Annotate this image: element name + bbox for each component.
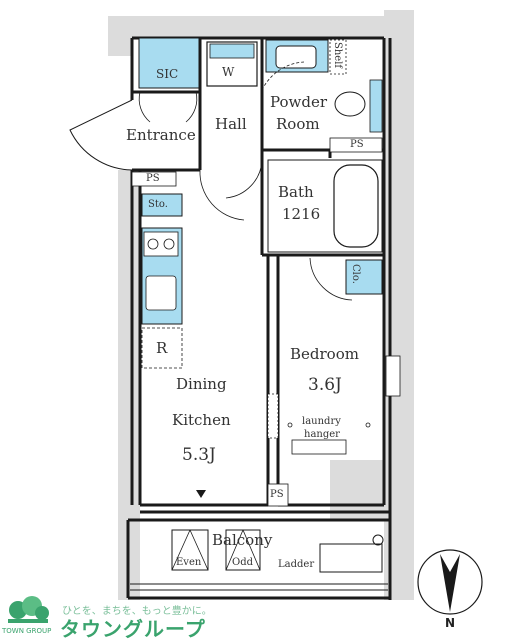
ac-odd-line (225, 529, 244, 571)
kitchen-size-label: 5.3J (182, 445, 216, 465)
ps-bottom-label: PS (270, 489, 284, 500)
walls (126, 36, 392, 600)
ac-unit-even (171, 529, 209, 571)
vanity-sink (275, 45, 317, 69)
structure-left-lower (118, 170, 140, 600)
laundry-hanger (291, 439, 347, 455)
bath-label-2: 1216 (282, 205, 321, 223)
bedroom-size-label: 3.6J (308, 375, 342, 395)
closet (345, 259, 383, 295)
structure-pillar-bottom-right (330, 460, 390, 520)
ps-box-bottom (267, 483, 289, 507)
bedroom-label: Bedroom (290, 345, 359, 363)
storage-box (141, 193, 183, 217)
hall-door (199, 169, 245, 221)
burner-1 (147, 238, 159, 250)
ps-box-top (329, 137, 383, 153)
kitchen-sink (145, 275, 177, 311)
ps-box-left (131, 171, 177, 187)
logo-ground (8, 619, 48, 623)
sliding-door (267, 393, 279, 439)
logo-name-en: TOWN GROUP (2, 627, 52, 635)
sic-label: SIC (156, 67, 179, 81)
ps-top-right-label: PS (350, 139, 364, 150)
storage-label: Sto. (148, 199, 168, 210)
closet-label: Clo. (350, 264, 361, 284)
even-label: Even (176, 557, 202, 568)
washer-blue (209, 43, 255, 59)
sic-door-right (185, 91, 198, 123)
entrance-door (69, 99, 133, 171)
refrigerator-space (141, 327, 183, 369)
bath-door (225, 159, 263, 199)
logo-tree-3 (35, 606, 49, 620)
balcony-label: Balcony (212, 531, 273, 549)
burner-2 (163, 238, 175, 250)
dining-label: Dining (176, 375, 227, 393)
logo-tagline: ひとを、まちを、もっと豊かに。 (62, 606, 212, 617)
sic-door-left (138, 91, 151, 123)
laundry-label-1: laundry (302, 416, 341, 427)
ps-left-label: PS (146, 173, 160, 184)
ladder-label: Ladder (278, 559, 315, 570)
entry-arrow (196, 490, 206, 498)
compass-needle (440, 554, 460, 612)
ac-unit-odd (225, 529, 261, 571)
hanger-point-2 (365, 422, 371, 428)
hall-label: Hall (215, 115, 247, 133)
shelf-label: Shelf (332, 42, 343, 69)
ladder-hatch (319, 543, 383, 573)
laundry-label-2: hanger (304, 429, 340, 440)
powder-door (261, 61, 305, 91)
toilet-tank (369, 79, 383, 133)
shelf-box (329, 39, 347, 75)
logo-name: タウングループ (60, 617, 206, 641)
kitchen-label: Kitchen (172, 411, 231, 429)
hanger-point-1 (287, 422, 293, 428)
compass-north-label: N (445, 616, 456, 630)
ac-even-line (171, 529, 191, 571)
bath-label-1: Bath (278, 183, 314, 201)
bedroom-door (309, 257, 353, 301)
toilet-bowl (334, 91, 366, 117)
bedroom-window (385, 355, 401, 397)
structure-left-wall-block (108, 16, 132, 56)
refrigerator-label: R (156, 339, 168, 357)
ac-even-line2 (189, 529, 209, 571)
ac-odd-line2 (242, 529, 261, 571)
ladder-knob (372, 534, 384, 546)
structure-column-top (120, 16, 390, 38)
odd-label: Odd (232, 557, 254, 568)
bathtub (333, 164, 379, 248)
entrance-label: Entrance (126, 126, 196, 144)
washer-label: W (222, 65, 235, 79)
powder-room-label-1: Powder (270, 93, 328, 111)
sic-cabinet (138, 37, 200, 89)
powder-room-label-2: Room (276, 115, 320, 133)
compass-ring (417, 549, 483, 615)
stove (143, 231, 179, 257)
